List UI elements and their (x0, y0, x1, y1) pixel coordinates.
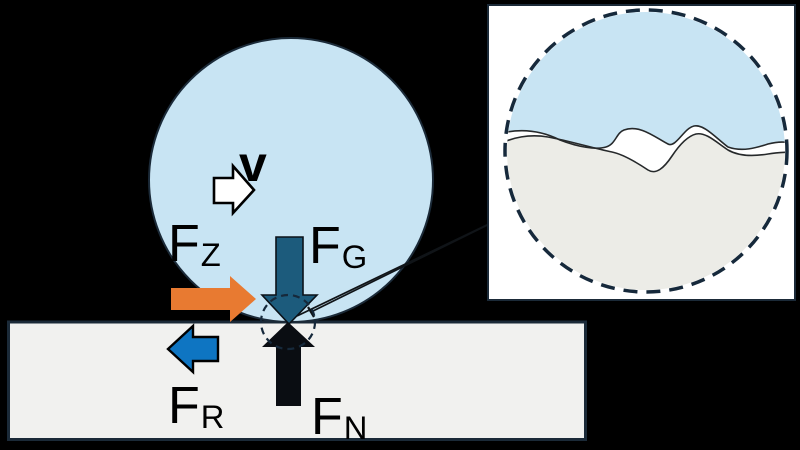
label-rolling-resistance-main: F (168, 377, 200, 435)
label-driving-force-main: F (168, 215, 200, 273)
inset-ground-material (507, 133, 785, 290)
velocity-arrow (212, 162, 256, 217)
connector-end-tick (307, 306, 315, 318)
label-gravity-force-sub: G (341, 237, 368, 275)
gravity-force-arrow (260, 236, 319, 326)
contact-point-dashed-circle (259, 293, 317, 351)
label-normal-force-sub: N (343, 408, 368, 446)
label-gravity-force-main: F (309, 217, 341, 275)
connector-line-lower (310, 210, 517, 313)
inset-surface-detail (507, 12, 785, 290)
label-rolling-resistance: FR (168, 380, 224, 433)
inset-ground-rough-edge (507, 132, 785, 173)
label-gravity-force: FG (309, 220, 367, 273)
label-driving-force-sub: Z (200, 235, 221, 273)
label-normal-force-main: F (311, 388, 343, 446)
rolling-resistance-arrow (166, 323, 220, 375)
inset-ball-rough-edge (507, 125, 785, 151)
inset-dashed-circle (503, 8, 789, 294)
inset-panel (487, 4, 796, 301)
label-velocity-text: v (239, 136, 267, 192)
label-normal-force: FN (311, 391, 367, 444)
label-driving-force: FZ (168, 218, 221, 271)
label-velocity: v (239, 139, 267, 189)
inset-ball-material (507, 12, 785, 150)
normal-force-arrow (262, 322, 315, 406)
label-rolling-resistance-sub: R (200, 397, 225, 435)
driving-force-arrow (171, 276, 256, 322)
